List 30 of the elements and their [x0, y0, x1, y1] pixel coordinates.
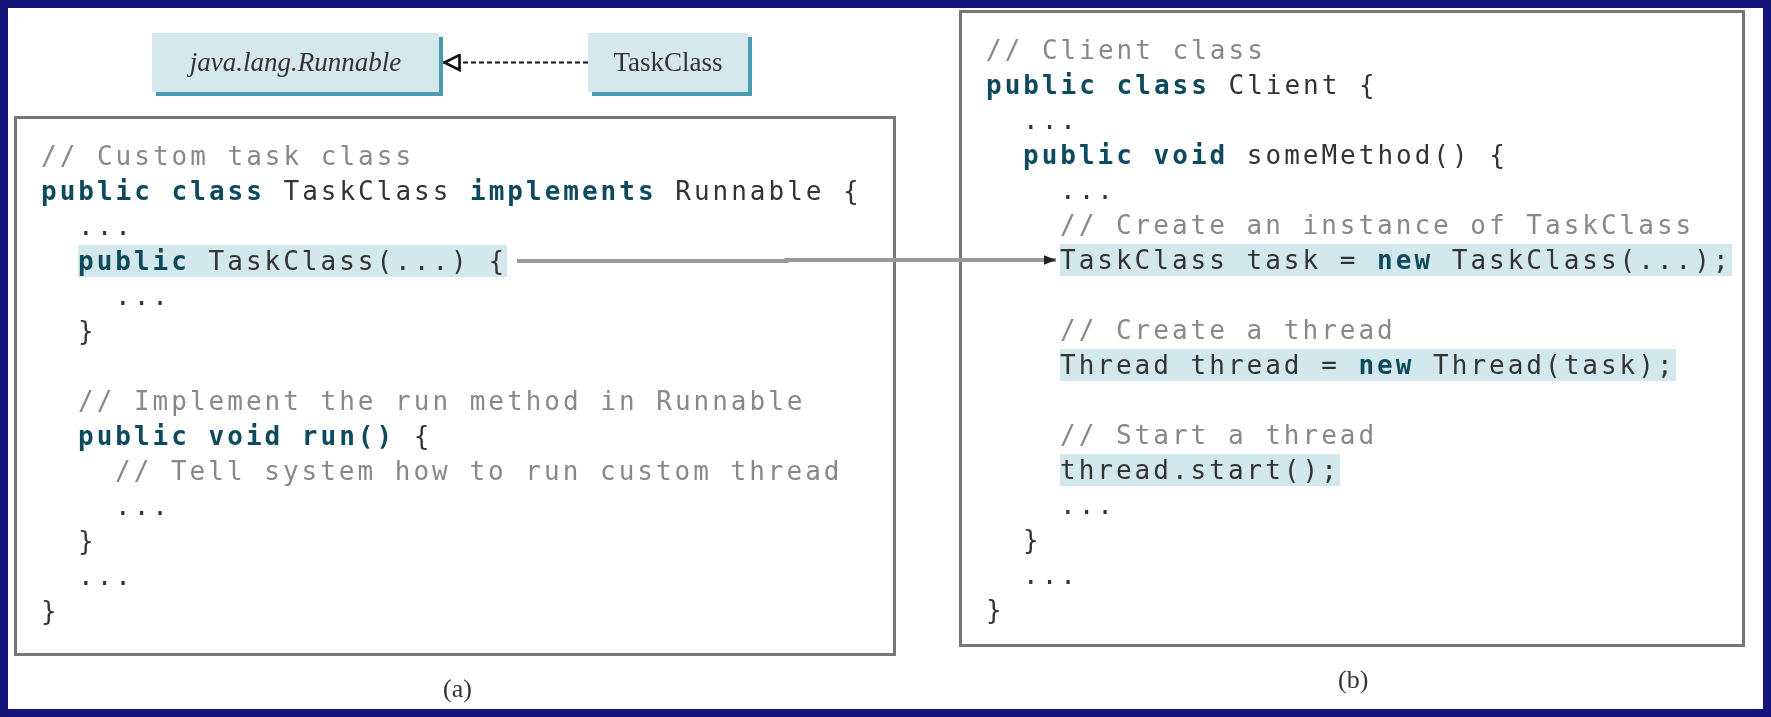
code-line: }: [78, 525, 97, 557]
code-comment: // Tell system how to run custom thread: [115, 455, 843, 487]
realization-arrow: [442, 53, 589, 72]
code-panel: [14, 116, 896, 656]
code-line: }: [986, 594, 1005, 626]
code-line: public class TaskClass implements Runnable {: [41, 175, 862, 207]
code-comment: // Custom task class: [41, 140, 415, 172]
code-line: ...: [78, 210, 134, 242]
code-line: ...: [78, 560, 134, 592]
code-comment: // Client class: [986, 34, 1266, 66]
code-line: ...: [1023, 104, 1079, 136]
panel-label: (a): [443, 674, 472, 704]
code-comment: // Start a thread: [1060, 419, 1378, 451]
code-line: }: [41, 595, 60, 627]
arrow: [517, 255, 1056, 265]
code-line: ...: [115, 280, 171, 312]
panel-label: (b): [1338, 665, 1369, 695]
code-comment: // Create an instance of TaskClass: [1060, 209, 1695, 241]
code-line: ...: [1060, 174, 1116, 206]
code-line: public void run() {: [78, 420, 433, 452]
code-line: public void someMethod() {: [1023, 139, 1508, 171]
code-line: ...: [1023, 559, 1079, 591]
code-line: ...: [1060, 489, 1116, 521]
code-panel: [959, 10, 1745, 647]
code-line: }: [78, 315, 97, 347]
code-comment: // Implement the run method in Runnable: [78, 385, 806, 417]
code-line: public class Client {: [986, 69, 1378, 101]
code-comment: // Create a thread: [1060, 314, 1396, 346]
code-line: }: [1023, 524, 1042, 556]
code-line: ...: [115, 490, 171, 522]
